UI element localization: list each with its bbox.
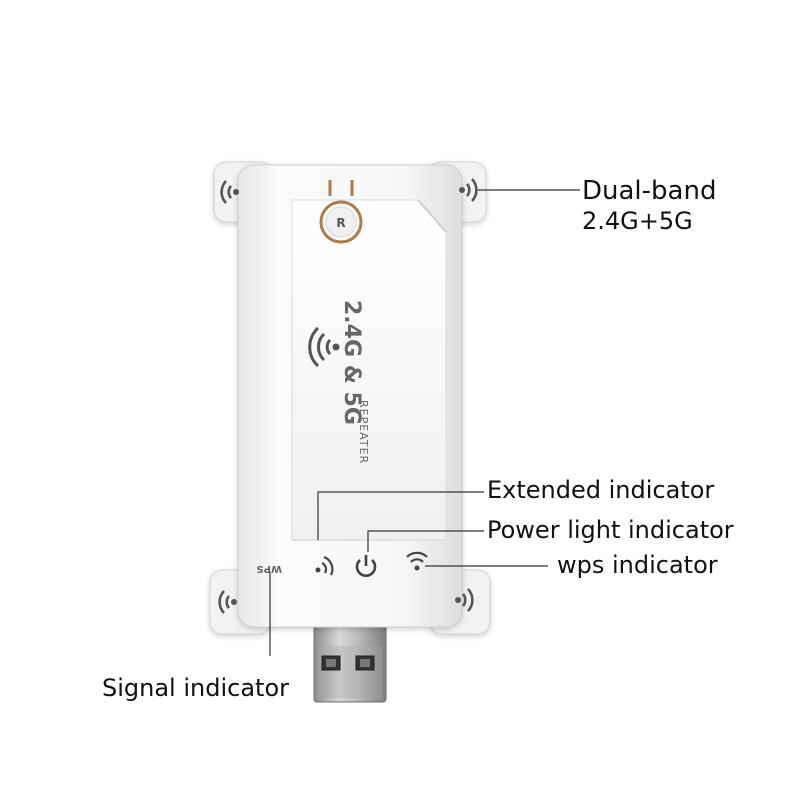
antenna-icon — [455, 588, 474, 612]
model-text: REPEATER — [357, 400, 370, 464]
dual-band-subtitle: 2.4G+5G — [582, 207, 693, 235]
dual-band-label: Dual-band — [582, 176, 717, 206]
power-light-indicator-label: Power light indicator — [487, 516, 734, 544]
antenna-icon — [218, 590, 237, 614]
wps-indicator-label: wps indicator — [557, 551, 718, 579]
power-icon — [355, 555, 377, 577]
wps-indicator-icon — [406, 551, 428, 571]
wps-button-label: WPS — [256, 563, 282, 574]
signal-indicator-label: Signal indicator — [102, 674, 289, 702]
antenna-icon — [220, 180, 239, 204]
antenna-icon — [459, 178, 478, 202]
front-face — [291, 199, 447, 541]
usb-plug-icon — [313, 621, 387, 703]
reset-label: R — [336, 216, 345, 230]
callout-lines — [269, 189, 580, 656]
extended-indicator-label: Extended indicator — [487, 476, 715, 504]
signal-indicator-icon — [315, 555, 334, 576]
wifi-icon — [308, 326, 340, 368]
brand-text: 2.4G & 5G — [339, 300, 364, 425]
reset-button[interactable] — [319, 180, 363, 244]
